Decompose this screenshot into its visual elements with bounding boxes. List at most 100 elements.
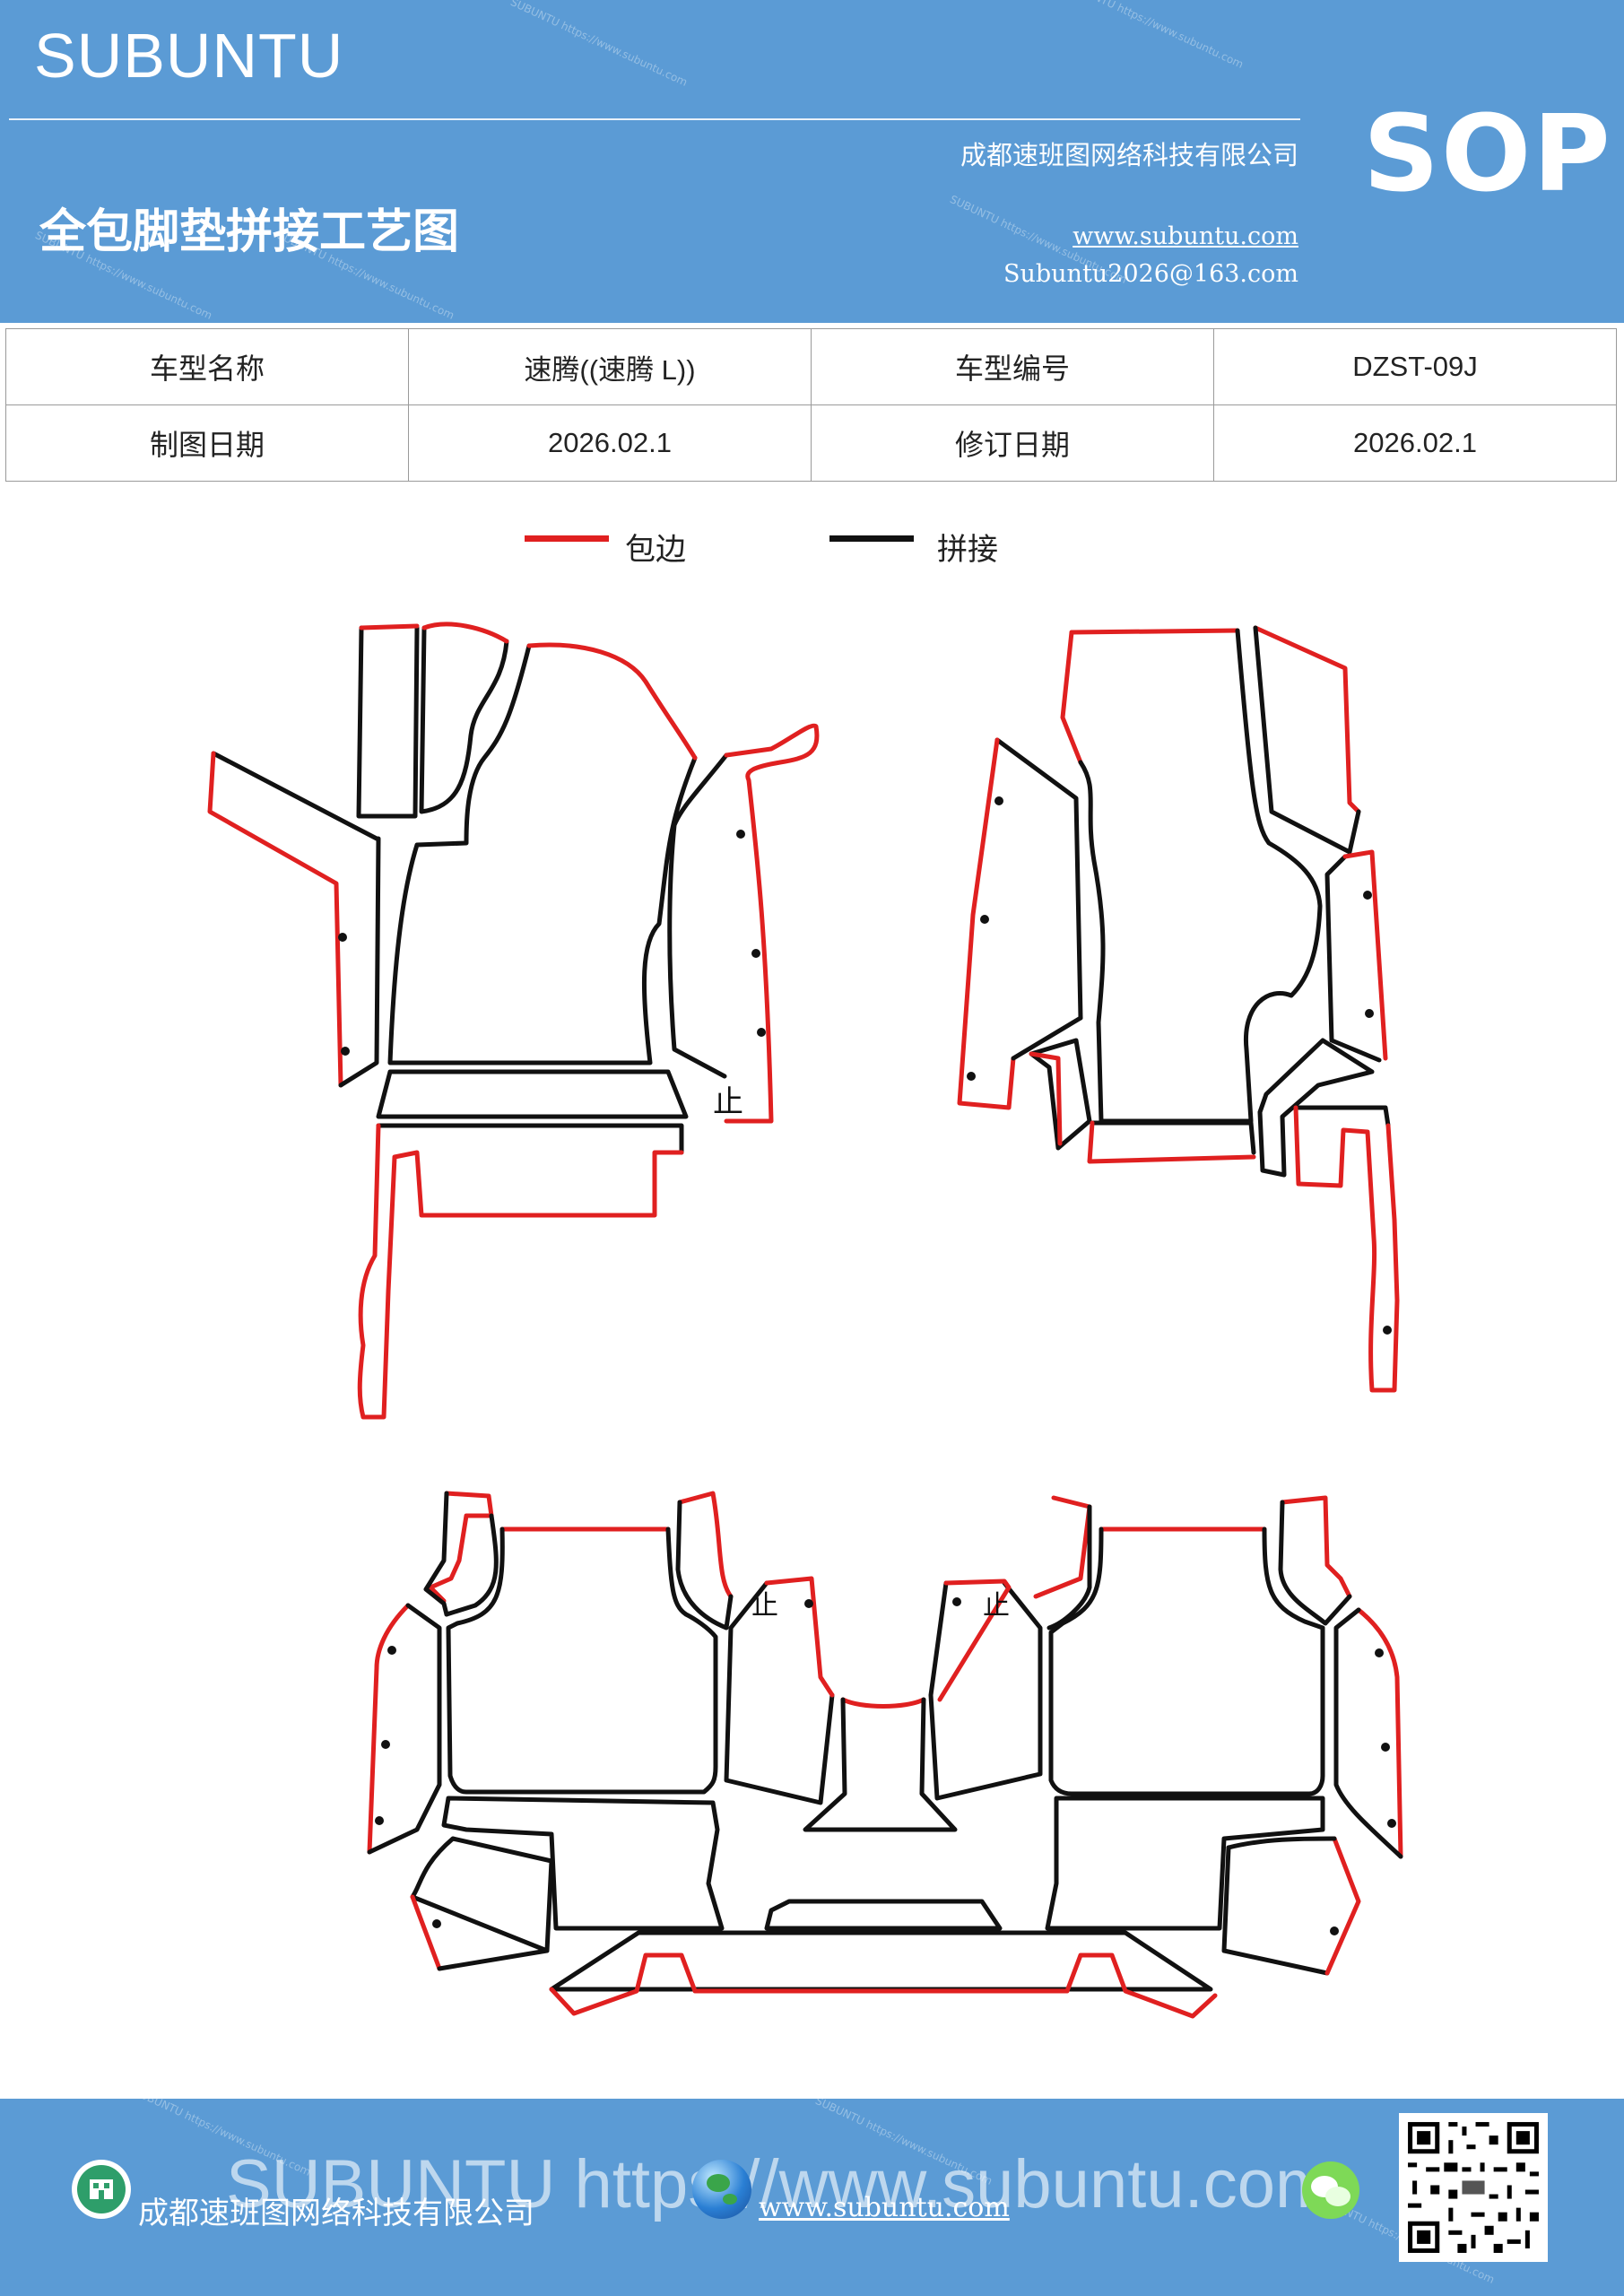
seam-line [338,836,381,1088]
edge-line [724,723,820,1124]
rear-mat [367,1491,1403,2019]
seam-line [446,1526,718,1795]
seam-line [803,1697,958,1832]
info-table: 车型名称 速腾((速腾 L)) 车型编号 DZST-09J 制图日期 2026.… [5,328,1617,482]
seam-line [724,1580,835,1805]
fastener-dot [375,1816,384,1825]
model-name-label: 车型名称 [5,328,409,405]
seam-line [1324,854,1382,1063]
edge-line [1029,1051,1063,1146]
edge-line [207,751,343,1088]
seam-line [1253,625,1361,855]
fastener-dot [387,1646,396,1655]
edge-line [1033,1495,1092,1599]
sop-badge: SOP [1363,91,1612,215]
seam-line [367,1603,442,1855]
stop-marker: 止 [713,1084,743,1120]
edge-line [677,1491,734,1599]
globe-icon [692,2160,751,2219]
fastener-dot [980,915,989,924]
fastener-dot [341,1047,350,1056]
seam-line [376,1123,684,1155]
seam-line [419,625,509,814]
footer-url-watermark: SUBUNTU https://www.subuntu.com [226,2146,1333,2222]
fastener-dot [1363,891,1372,900]
fastener-dot [1383,1326,1392,1335]
draw-date-label: 制图日期 [5,404,409,482]
legend-label: 拼接 [937,532,998,568]
edge-line [359,623,420,631]
fastener-dot [994,796,1003,805]
fastener-dot [967,1072,976,1081]
fastener-dot [432,1919,441,1928]
table-row: 车型名称 速腾((速腾 L)) 车型编号 DZST-09J [5,328,1617,405]
wechat-icon [1302,2161,1359,2219]
model-code-value: DZST-09J [1213,328,1617,405]
fastener-dot [804,1599,813,1608]
seam-line [423,1491,449,1617]
legend-label: 包边 [625,532,686,568]
edge-line [764,1576,835,1698]
edge-line [357,1123,684,1420]
model-name-value: 速腾((速腾 L)) [408,328,812,405]
edge-line [1280,1495,1352,1599]
fastener-dot [1330,1926,1339,1935]
fastener-dots [338,796,1396,1935]
seam-line [1090,1120,1256,1155]
seam-line [549,1930,1213,1992]
seam-line [376,1069,689,1119]
edge-line [367,1603,411,1855]
stop-marker: 止 [983,1590,1010,1622]
edge-line [840,1697,926,1709]
edge-line [1293,1105,1400,1393]
edge-line [428,1491,494,1604]
edge-line [1253,625,1361,814]
header-divider [9,118,1300,120]
page-title: 全包脚垫拼接工艺图 [39,205,460,259]
edge-line [1060,630,1083,765]
revise-date-label: 修订日期 [811,404,1214,482]
footer-website-link[interactable]: www.subuntu.com [759,2192,1010,2223]
building-icon [72,2160,131,2219]
seam-line [356,625,420,819]
fastener-dot [1381,1743,1390,1752]
legend-edge-binding: 包边 [525,525,758,570]
edge-line [421,622,509,644]
seam-line [211,751,379,841]
edge-line [1342,849,1388,1061]
edge-line [549,1952,1218,2019]
revise-date-value: 2026.02.1 [1213,404,1617,482]
seam-line [1029,1038,1092,1151]
email-address[interactable]: Subuntu2026@163.com [1003,260,1298,288]
seam-line [1226,1836,1337,1850]
seam-line [437,1948,550,1971]
table-row: 制图日期 2026.02.1 修订日期 2026.02.1 [5,404,1617,482]
draw-date-value: 2026.02.1 [408,404,812,482]
seam-line [928,1580,1043,1801]
edge-line [526,642,698,761]
seam-line [1293,1105,1391,1128]
fastener-dot [338,933,347,942]
seam-line [444,1513,499,1617]
model-code-label: 车型编号 [811,328,1214,405]
front-right-mat [957,625,1400,1393]
website-link[interactable]: www.subuntu.com [1073,222,1298,250]
stop-marker: 止 [751,1590,778,1622]
seam-line [994,737,1083,1021]
footer-banner: SUBUNTU https://www.subuntu.com SUBUNTU … [0,2099,1624,2296]
legend-swatch-black [829,535,914,542]
edge-line [1087,1120,1256,1164]
seam-line [441,1796,725,1931]
edge-line [937,1578,1012,1702]
edge-line [1356,1607,1403,1859]
seam-line [1257,1038,1375,1178]
seam-line [1011,1015,1083,1061]
brand-logo-text: SUBUNTU [34,21,344,91]
seam-line [1045,1796,1325,1931]
seam-line [675,1500,734,1631]
seam-line [410,1836,554,1953]
floor-mat-diagram: 止 止 止 [207,622,1403,2019]
fastener-dot [1375,1648,1384,1657]
fastener-dot [736,830,745,839]
company-name: 成都速班图网络科技有限公司 [960,140,1298,170]
